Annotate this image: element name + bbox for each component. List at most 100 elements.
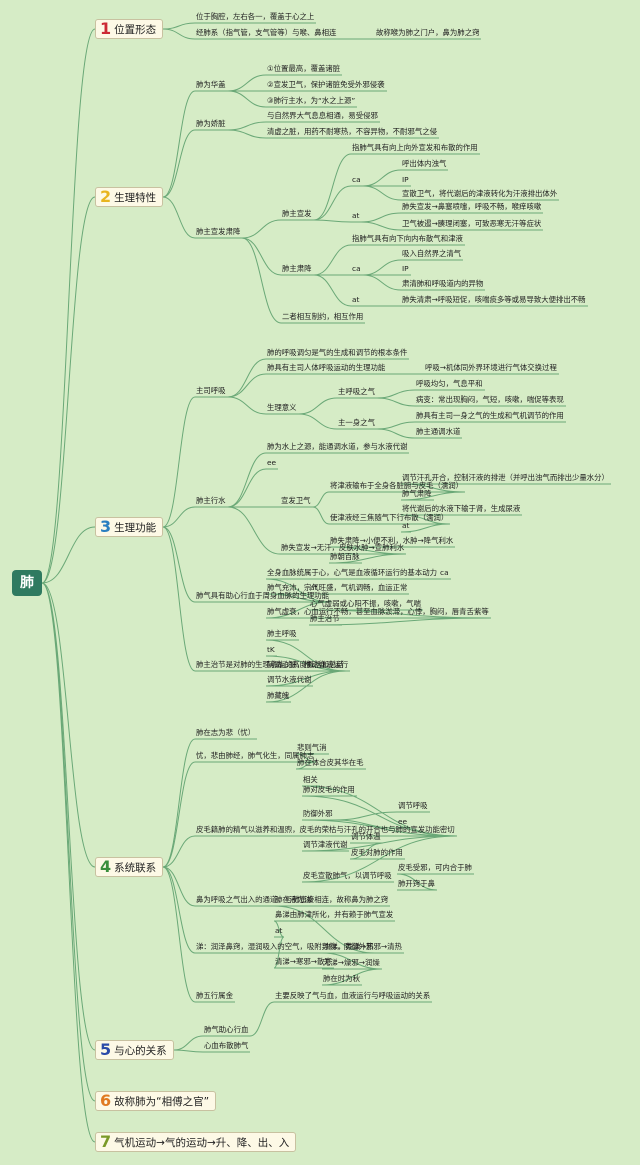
connector-line <box>362 169 402 187</box>
map-node: ①位置最高，覆盖诸脏 <box>267 64 341 73</box>
map-node: 肺失清肃→呼吸短促，咳喘痰多等或易导致大便排出不畅 <box>402 295 586 304</box>
map-node: 将代谢后的水液下输于肾，生成尿液 <box>402 504 521 513</box>
map-node: 呼吸→机体同外界环境进行气体交换过程 <box>425 363 557 372</box>
connector-line <box>162 835 196 868</box>
connector-line <box>376 389 416 399</box>
map-node: at <box>402 521 410 530</box>
section-number: 7 <box>100 1132 112 1151</box>
map-node: 肺主宣发 <box>282 209 312 218</box>
connector-line <box>265 670 347 703</box>
connector-line <box>313 219 352 223</box>
connector-line <box>162 866 196 1003</box>
connector-line <box>227 373 267 398</box>
map-node: 心血布散肺气 <box>204 1041 249 1050</box>
map-node: 卫气被遏→腠理闭塞，可致恶寒无汗等症状 <box>402 219 542 228</box>
connector-line <box>162 28 196 40</box>
connector-line <box>41 582 96 868</box>
map-node: 肺主通调水道 <box>416 427 461 436</box>
section-label: 系统联系 <box>114 862 157 874</box>
connector-line <box>273 905 376 954</box>
connector-line <box>301 795 458 837</box>
connector-line <box>312 506 330 525</box>
connector-line <box>41 582 96 1102</box>
section-number: 3 <box>100 517 112 536</box>
connector-line <box>162 90 196 198</box>
map-node: at <box>352 211 360 220</box>
connector-line <box>308 617 492 626</box>
connector-line <box>162 866 196 954</box>
map-node: 涕：润泽鼻窍，湿润吸入的空气，吸附异物，防御外邪 <box>196 942 374 951</box>
connector-line <box>308 609 492 619</box>
connector-line <box>227 90 267 108</box>
map-node: 肺气虚衰，心血运行不畅，甚至血脉淤滞，心悸，胸闷，唇青舌紫等 <box>267 607 489 616</box>
map-node: 主要反映了气与血，血液运行与呼吸运动的关系 <box>275 991 431 1000</box>
connector-line <box>227 468 267 508</box>
connector-line <box>227 506 281 555</box>
map-node: 相关 <box>303 775 318 784</box>
section-label: 生理功能 <box>114 522 157 534</box>
connector-line <box>162 506 196 528</box>
connector-line <box>321 968 383 986</box>
connector-line <box>162 396 196 528</box>
map-node: 浊涕，黄涕→热邪→清热 <box>323 942 402 951</box>
map-node: ee <box>267 458 277 467</box>
connector-line <box>376 421 416 430</box>
map-node: 肺在志为悲（忧） <box>196 728 256 737</box>
connector-line <box>265 639 347 672</box>
connector-line <box>301 819 458 837</box>
connector-line <box>249 1001 275 1037</box>
connector-line <box>227 129 267 139</box>
map-node: IP <box>402 175 409 184</box>
connector-line <box>313 244 352 276</box>
connector-line <box>162 526 196 672</box>
map-node: 心气虚弱或心阳不振，咳嗽，气喘 <box>310 599 421 608</box>
map-node: 肺主宣发肃降 <box>196 227 241 236</box>
section-label: 故称肺为“相傅之官” <box>114 1096 210 1108</box>
map-node: 将津液输布于全身各脏腑与皮毛（濡润） <box>330 481 464 490</box>
map-node: 呼出体内浊气 <box>402 159 447 168</box>
map-node: 肺主治节是对肺的生理功能的高度概括和总结 <box>196 660 344 669</box>
section-number: 5 <box>100 1040 112 1059</box>
connector-line <box>273 936 285 969</box>
connector-line <box>265 593 332 603</box>
connector-line <box>313 153 352 221</box>
map-node: 皮毛籍肺的精气以滋养和温煦，皮毛的荣枯与汗孔的开合也与肺的宣发功能密切 <box>196 825 455 834</box>
map-node: 肺在体合皮其华在毛 <box>297 758 364 767</box>
connector-line <box>41 582 96 1051</box>
map-node: 经肺系（指气管，支气管等）与喉、鼻相连 <box>196 28 337 37</box>
section-number: 6 <box>100 1091 112 1110</box>
map-node: at <box>352 295 360 304</box>
map-node: 皮毛对肺的作用 <box>351 848 403 857</box>
map-node: ③肺行主水，为“水之上源” <box>267 96 356 105</box>
connector-line <box>265 601 332 619</box>
map-node: at <box>275 926 283 935</box>
map-node: ca <box>352 264 361 273</box>
map-node: 肺失肃降→小便不利，水肿→降气利水 <box>330 536 454 545</box>
map-node: 肺主呼吸 <box>267 629 297 638</box>
map-node: 肺为水上之源，能通调水道，参与水液代谢 <box>267 442 408 451</box>
connector-line <box>162 526 196 603</box>
map-node: IP <box>402 264 409 273</box>
map-node: 肺朝百脉 <box>330 552 360 561</box>
map-node: 肺主肃降 <box>282 264 312 273</box>
map-node: 肺开窍于鼻 <box>398 879 435 888</box>
map-node: 肺失宣发→无汗，皮肤水肿→宣肺利水 <box>281 543 405 552</box>
connector-line <box>162 738 196 868</box>
connector-line <box>241 219 282 239</box>
connector-line <box>173 1035 204 1051</box>
connector-line <box>349 842 384 860</box>
connector-line <box>227 452 267 508</box>
map-node: 位于胸腔，左右各一，覆盖于心之上 <box>196 12 315 21</box>
map-node: 调节水液代谢 <box>267 675 312 684</box>
connector-line <box>360 221 402 231</box>
map-node: 呼吸均匀，气息平和 <box>416 379 483 388</box>
map-node: 生理意义 <box>267 403 297 412</box>
connector-line <box>41 526 96 584</box>
map-node: 忧，悲由肺经，肺气化生，同属肺志 <box>196 751 315 760</box>
map-node: 宣发卫气 <box>281 496 311 505</box>
connector-line <box>173 1049 204 1053</box>
connector-line <box>313 185 352 221</box>
